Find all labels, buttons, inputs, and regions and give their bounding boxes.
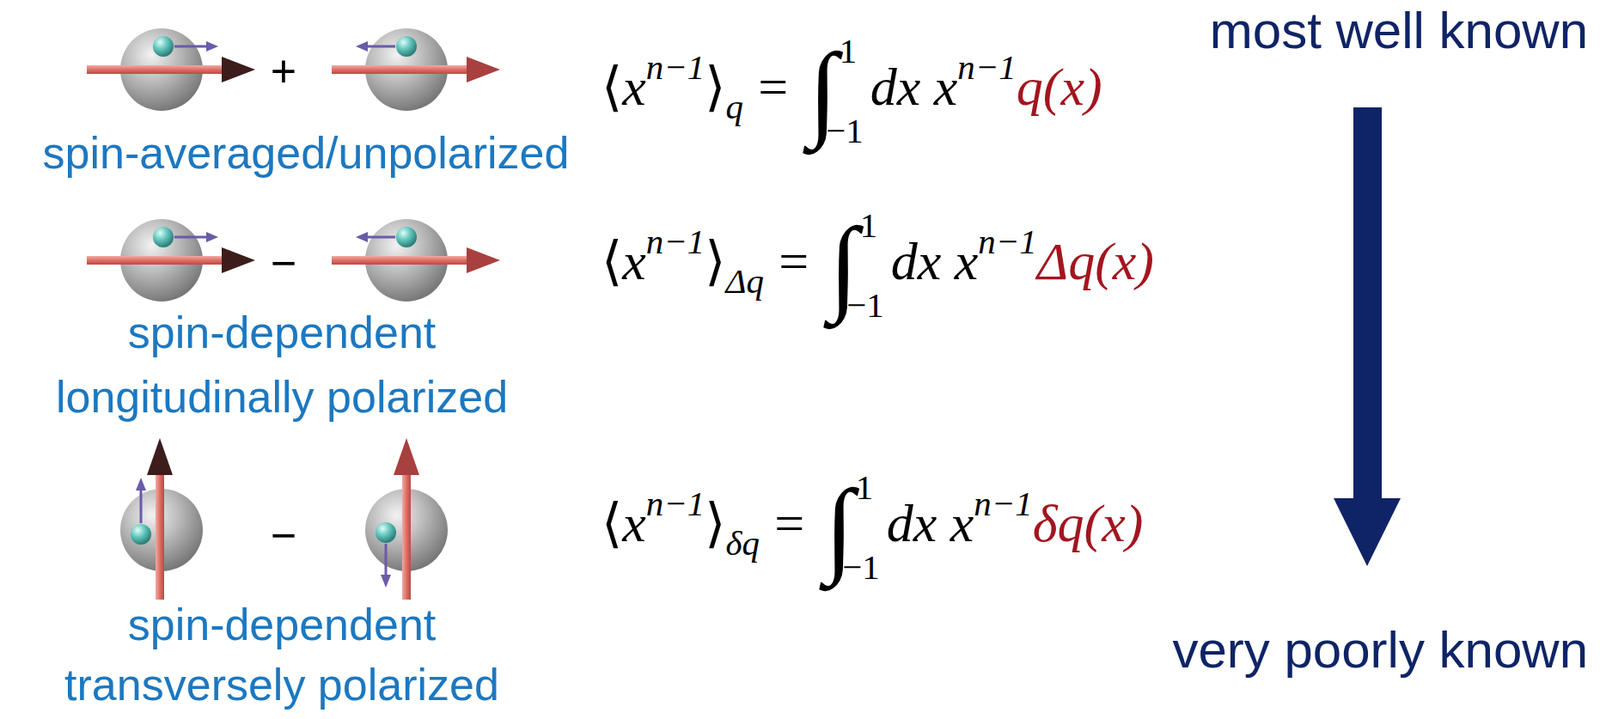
formula-hi: 1 [860, 208, 878, 245]
scale-arrow-shaft [1353, 107, 1382, 501]
formula-sup2: n−1 [957, 48, 1017, 87]
formula-dx: dx x [891, 232, 979, 291]
nucleon-spin-arrow [393, 438, 420, 476]
operator-sign: + [270, 44, 297, 98]
scale-end-label: very poorly known [1172, 619, 1588, 682]
formula-hi: 1 [855, 470, 874, 507]
formula-sub: Δq [725, 262, 764, 301]
formula-close: ⟩ [704, 57, 726, 117]
formula-fx: q(x) [1016, 57, 1103, 117]
formula-close: ⟩ [704, 232, 726, 291]
formula-dx: dx x [870, 57, 959, 117]
scale-end-label: most well known [1209, 0, 1588, 62]
unpolarized-illustration [86, 28, 501, 111]
row-caption: spin-dependent transversely polarized [28, 594, 536, 715]
quark-spin-arrow [380, 574, 391, 588]
quark-ball [130, 524, 152, 545]
quark-spin-arrow [384, 543, 388, 576]
formula-eq: = [757, 57, 788, 117]
row-caption: spin-dependent longitudinally polarized [28, 300, 536, 430]
formula-open: ⟨ [601, 57, 623, 117]
operator-sign: − [270, 236, 297, 290]
nucleon-spin-arrow [402, 470, 411, 600]
quark-spin-arrow [135, 477, 147, 491]
formula-dx: dx x [886, 494, 975, 553]
row-caption: spin-averaged/unpolarized [0, 126, 616, 180]
formula-x: x [622, 232, 647, 291]
formula-fx: δq(x) [1032, 494, 1144, 553]
transverse-illustration [120, 438, 448, 600]
formula-eq: = [774, 494, 805, 553]
helicity-moment-formula: ⟨xn−1⟩Δq=∫1−1dx xn−1Δq(x) [601, 212, 1155, 319]
formula-lo: −1 [842, 550, 880, 587]
formula-x: x [622, 57, 647, 117]
knowledge-scale-arrow [1333, 107, 1401, 567]
formula-x: x [622, 494, 647, 553]
unpolarized-moment-formula: ⟨xn−1⟩q=∫1−1dx xn−1q(x) [601, 37, 1103, 145]
transversity-moment-formula: ⟨xn−1⟩δq=∫1−1dx xn−1δq(x) [601, 474, 1143, 581]
scale-arrow-head [1333, 498, 1401, 567]
formula-open: ⟨ [601, 494, 623, 553]
formula-sup: n−1 [646, 48, 706, 87]
quark-ball [375, 522, 397, 544]
operator-sign: − [270, 508, 297, 562]
longitudinal-illustration [86, 219, 501, 302]
formula-sup2: n−1 [977, 222, 1038, 262]
formula-lo: −1 [825, 114, 864, 150]
formula-sup: n−1 [646, 484, 706, 524]
formula-hi: 1 [839, 34, 857, 70]
formula-close: ⟩ [704, 494, 726, 553]
formula-sup: n−1 [646, 222, 706, 262]
formula-sub: δq [725, 524, 759, 563]
quark-spin-arrow [140, 489, 143, 524]
formula-eq: = [778, 232, 809, 291]
formula-fx: Δq(x) [1037, 232, 1155, 291]
nucleon-spin-arrow [146, 438, 173, 476]
formula-sub: q [725, 87, 743, 127]
formula-lo: −1 [846, 288, 885, 324]
formula-sup2: n−1 [973, 484, 1033, 524]
nucleon-spin-arrow [155, 470, 165, 600]
formula-open: ⟨ [601, 232, 623, 291]
